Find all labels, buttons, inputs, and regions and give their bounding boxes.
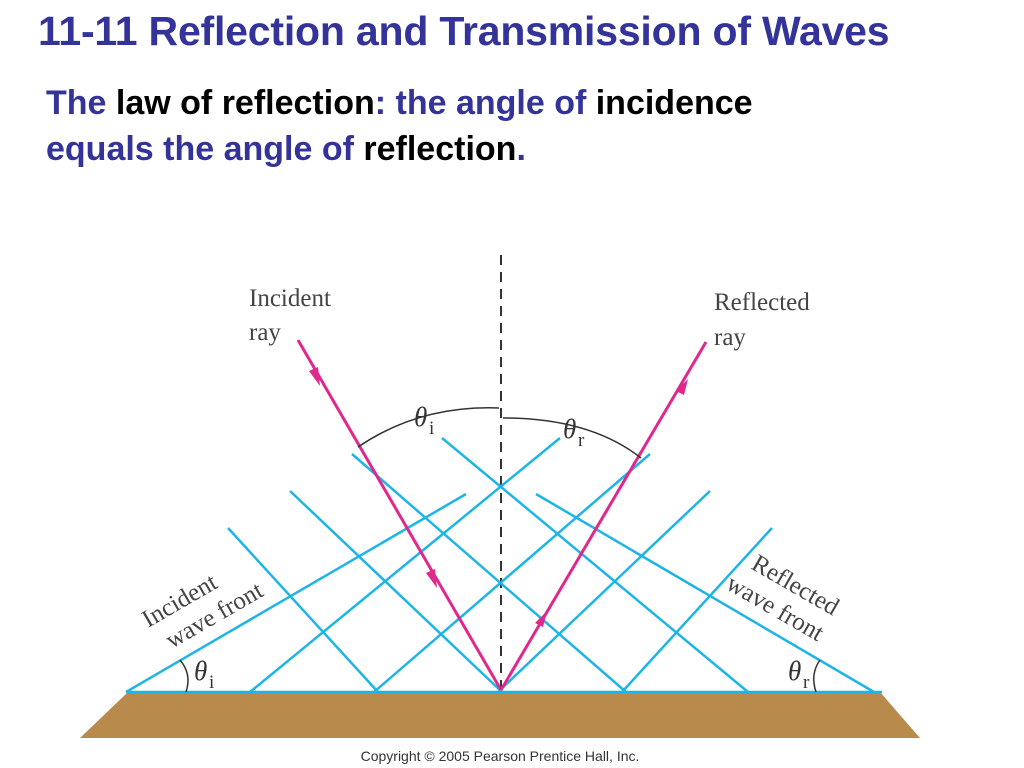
theta-i-surface-label: θ: [194, 656, 207, 686]
statement-line-2: equals the angle of reflection.: [46, 126, 946, 172]
incident-ray-arrow-icon: [426, 569, 437, 588]
incident-ray: [296, 339, 503, 691]
statement-segment: : the angle of: [374, 84, 596, 122]
incident-wave-front-line: [373, 453, 651, 693]
reflected-ray-arrow-icon: [676, 379, 688, 395]
theta-r-arc: [502, 417, 642, 459]
copyright-notice: Copyright © 2005 Pearson Prentice Hall, …: [361, 748, 640, 764]
theta-i-subscript: i: [429, 418, 434, 439]
incident-ray-label: ray: [249, 319, 281, 346]
incident-ray-label: Incident: [249, 285, 331, 312]
incident-ray-arrow-icon: [309, 367, 320, 386]
reflected-wave-front-line: [441, 437, 749, 693]
incident-wave-fronts: [125, 437, 773, 694]
statement-term-law: law of reflection: [115, 84, 375, 122]
statement-segment: The: [46, 84, 116, 122]
reflected-wave-front-line: [351, 453, 627, 693]
reflected-ray-arrow-icon: [535, 611, 547, 627]
theta-r-surface-subscript: r: [803, 672, 810, 693]
theta-i-surface-subscript: i: [209, 672, 214, 693]
slide-title: 11-11 Reflection and Transmission of Wav…: [38, 8, 890, 54]
reflected-ray-label: Reflected: [714, 289, 810, 316]
reflected-ray: [499, 341, 708, 691]
theta-r-surface-label: θ: [788, 656, 801, 686]
statement-segment: equals the angle of: [46, 130, 364, 168]
incident-wave-front-line: [621, 527, 773, 693]
reflection-law-statement: The law of reflection: the angle of inci…: [46, 80, 946, 172]
statement-line-1: The law of reflection: the angle of inci…: [46, 80, 946, 126]
theta-r-label: θ: [563, 414, 576, 444]
reflecting-surface: [80, 692, 920, 738]
reflected-wave-front-line: [289, 490, 503, 693]
reflected-wave-front-line: [535, 492, 875, 694]
statement-term-incidence: incidence: [595, 84, 753, 122]
incident-wave-front-line: [125, 492, 467, 694]
theta-r-subscript: r: [578, 430, 585, 451]
incident-wave-front-line: [249, 437, 561, 693]
reflected-wave-front-line: [227, 527, 379, 693]
reflected-ray-label: ray: [714, 324, 746, 351]
theta-i-arc: [357, 407, 500, 448]
theta-i-label: θ: [414, 402, 427, 432]
statement-term-reflection: reflection: [363, 130, 517, 168]
statement-period: .: [516, 130, 526, 168]
incident-wave-front-line: [497, 490, 711, 693]
theta-r-surface-arc: [813, 659, 821, 693]
reflected-wave-fronts: [227, 437, 875, 694]
theta-i-surface-arc: [179, 659, 189, 693]
